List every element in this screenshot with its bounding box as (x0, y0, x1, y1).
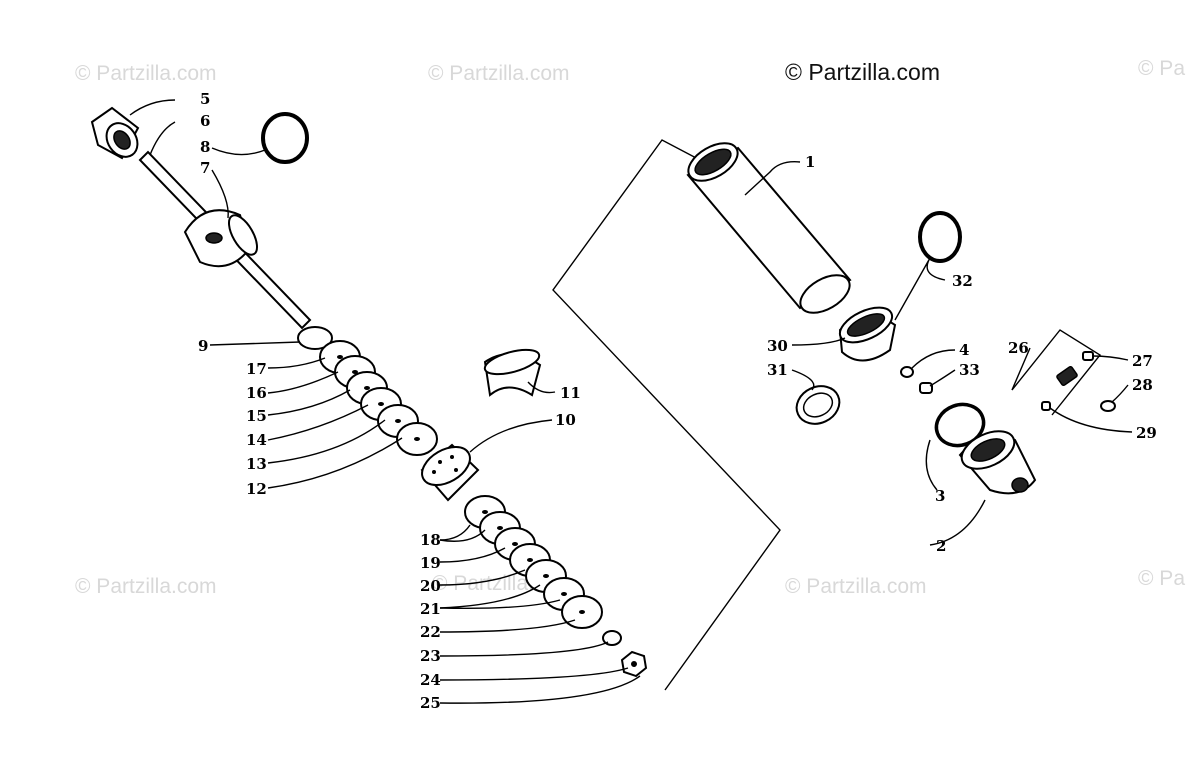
valve-parts-27-28-29 (1041, 351, 1116, 412)
rod-guide-part-7 (183, 209, 258, 268)
watermark-top-left: © Partzilla.com (75, 62, 217, 85)
watermark-bottom-left: © Partzilla.com (75, 575, 217, 598)
callout-29: 29 (1136, 424, 1157, 442)
watermark-bottom-right-center: © Partzilla.com (785, 575, 927, 598)
callout-31: 31 (767, 361, 788, 379)
callout-25: 25 (420, 694, 441, 712)
callout-6: 6 (200, 112, 210, 130)
o-ring-part-8 (261, 112, 309, 164)
callout-18: 18 (420, 531, 441, 549)
callout-22: 22 (420, 623, 441, 641)
watermark-top-center: © Partzilla.com (428, 62, 570, 85)
callout-30: 30 (767, 337, 788, 355)
o-ring-part-3 (934, 402, 986, 448)
seal-ring-part-32 (918, 211, 962, 263)
small-parts-4-33 (900, 366, 933, 394)
callout-27: 27 (1132, 352, 1153, 370)
piston-ring-part-11 (483, 348, 542, 397)
rod-eye-part-5 (90, 106, 140, 160)
leader-lines (129, 99, 1133, 704)
callout-1: 1 (805, 153, 815, 171)
assembly-bracket (552, 139, 781, 691)
callout-24: 24 (420, 671, 441, 689)
callout-3: 3 (935, 487, 945, 505)
callout-4: 4 (959, 341, 969, 359)
valve-box-part-26 (1011, 329, 1102, 416)
watermark-top-right: © Pa (1138, 57, 1185, 80)
callout-26: 26 (1008, 339, 1029, 357)
callout-20: 20 (420, 577, 441, 595)
snap-ring-part-31 (795, 385, 841, 425)
callout-16: 16 (246, 384, 267, 402)
callout-23: 23 (420, 647, 441, 665)
watermark-bottom-right: © Pa (1138, 567, 1185, 590)
callout-2: 2 (936, 537, 946, 555)
reservoir-cap-part-2 (958, 430, 1037, 495)
bearing-part-30 (838, 306, 897, 362)
watermark-main: © Partzilla.com (785, 59, 940, 85)
callout-19: 19 (420, 554, 441, 572)
washer-stack-upper (297, 326, 438, 456)
callout-numbers: 1 2 3 4 5 6 8 7 9 10 11 12 13 14 15 16 1… (198, 90, 1157, 712)
callout-14: 14 (246, 431, 267, 449)
callout-5: 5 (200, 90, 210, 108)
callout-8: 8 (200, 138, 210, 156)
callout-17: 17 (246, 360, 267, 378)
callout-12: 12 (246, 480, 267, 498)
piston-part-10 (420, 443, 480, 502)
callout-13: 13 (246, 455, 267, 473)
callout-15: 15 (246, 407, 267, 425)
callout-7: 7 (200, 159, 210, 177)
washer-stack-lower (464, 495, 648, 678)
body-tube-part-1 (686, 142, 852, 314)
callout-11: 11 (560, 384, 581, 402)
callout-10: 10 (555, 411, 576, 429)
callout-28: 28 (1132, 376, 1153, 394)
callout-21: 21 (420, 600, 441, 618)
callout-32: 32 (952, 272, 973, 290)
callout-33: 33 (959, 361, 980, 379)
callout-9: 9 (198, 337, 208, 355)
